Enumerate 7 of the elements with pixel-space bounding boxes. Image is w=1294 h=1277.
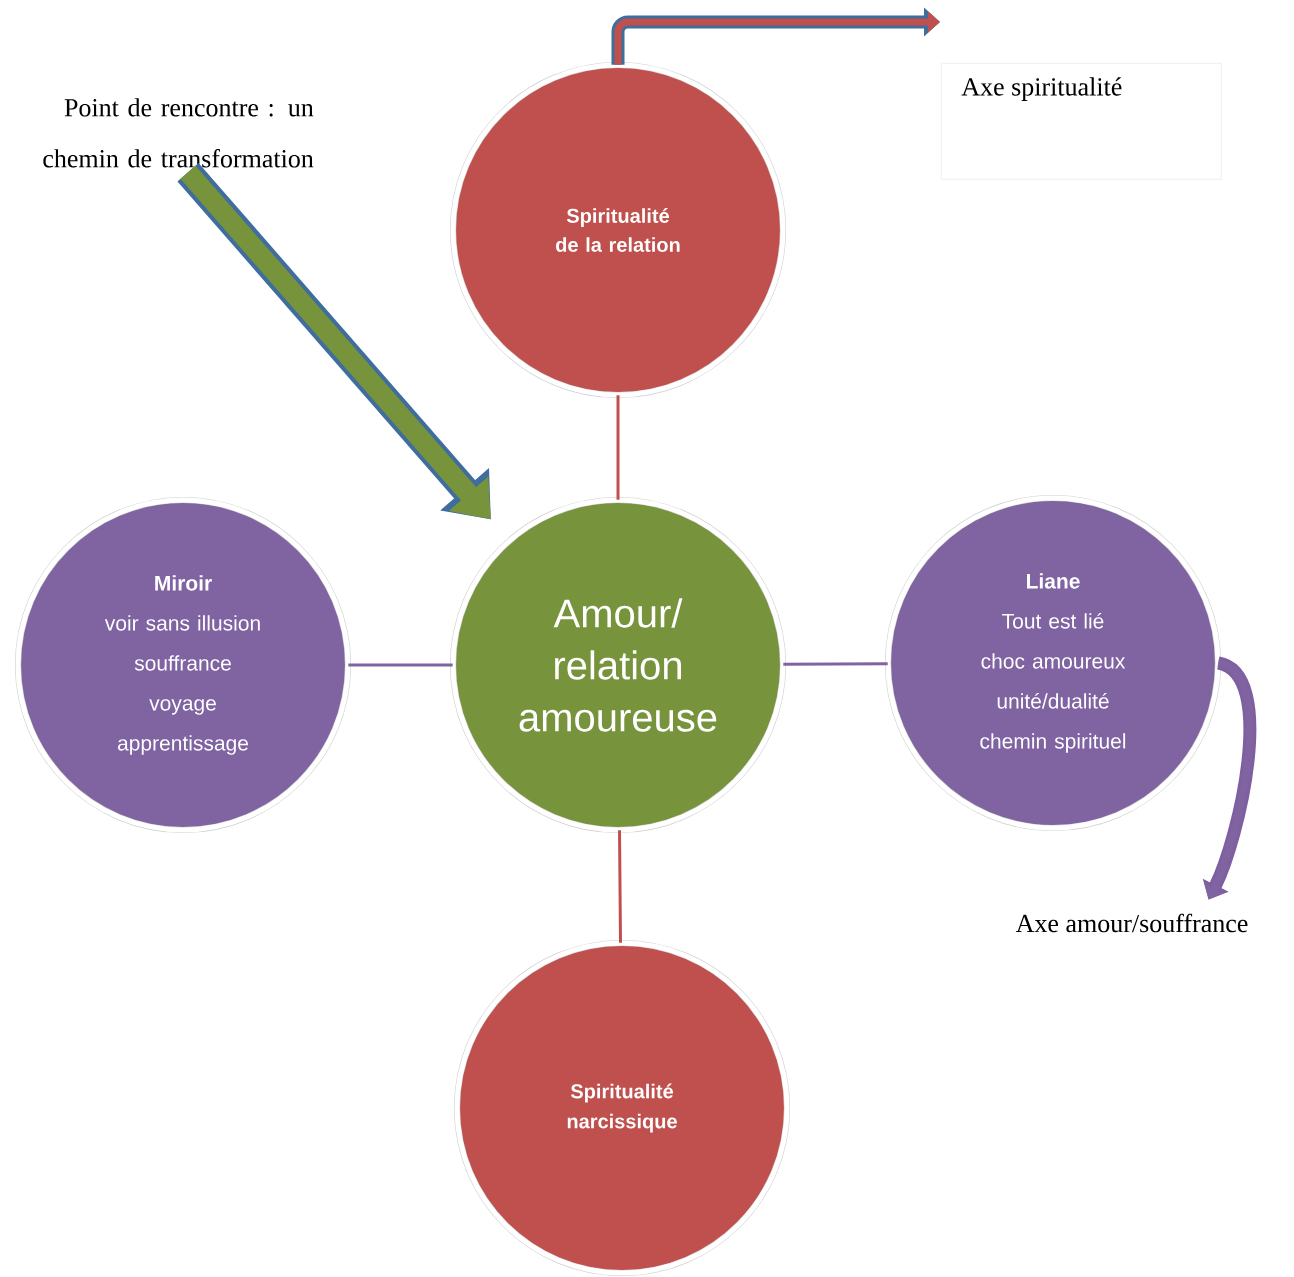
connector-line — [618, 830, 622, 943]
axis-label: Axe amour/souffrance — [1015, 913, 1248, 933]
connector-line — [616, 395, 620, 500]
connector-line — [783, 662, 888, 666]
text-box: Axe spiritualité — [941, 63, 1222, 180]
caption-text: Point de rencontre : un chemin de transformation — [43, 98, 314, 168]
connector-line — [348, 663, 453, 667]
